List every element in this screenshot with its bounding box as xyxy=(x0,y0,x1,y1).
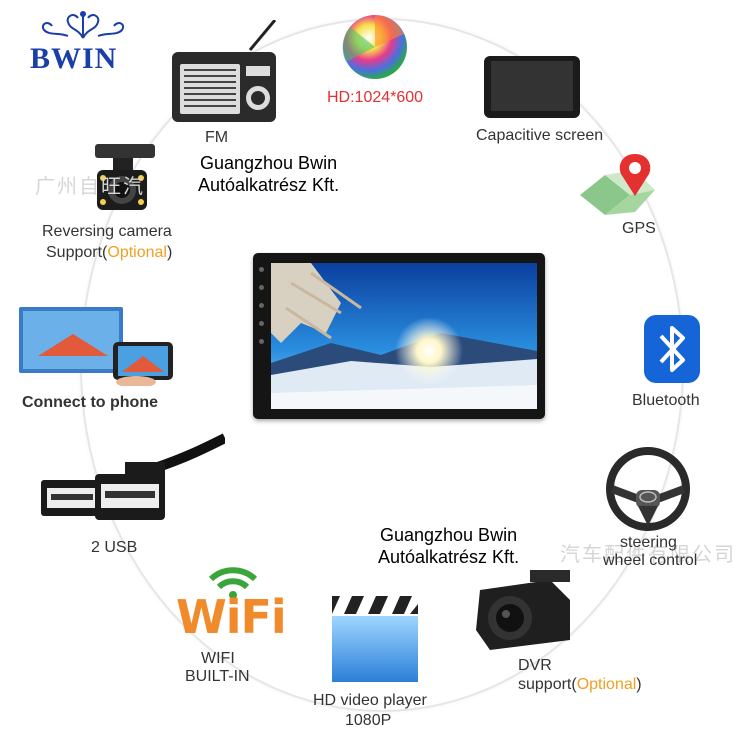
phone-label: Connect to phone xyxy=(22,394,158,411)
fm-label: FM xyxy=(205,129,229,146)
watermark-chinese-2: 汽车配件有限公司 xyxy=(560,544,736,566)
watermark-chinese-1: 广州自旺汽 xyxy=(35,176,145,198)
usb-label: 2 USB xyxy=(91,539,138,556)
reversing-label-2: Support(Optional) xyxy=(46,244,173,261)
phone-mirroring-icon xyxy=(19,307,173,386)
brand-logo xyxy=(28,8,138,78)
hd-label: HD:1024*600 xyxy=(327,89,424,106)
steering-wheel-icon xyxy=(606,447,690,531)
video-clapper-icon xyxy=(332,596,418,682)
head-unit-device xyxy=(253,253,545,419)
capacitive-label: Capacitive screen xyxy=(476,127,604,144)
home-button-icon xyxy=(259,285,264,290)
volume-up-icon xyxy=(259,321,264,326)
winter-landscape-icon xyxy=(271,263,537,409)
hdvideo-label-2: 1080P xyxy=(345,712,392,729)
wifi-logo-text: WiFi xyxy=(176,590,287,644)
dvr-label-1: DVR xyxy=(518,657,552,674)
hdvideo-label-1: HD video player xyxy=(313,692,427,709)
gps-icon xyxy=(580,154,655,215)
dvr-label-2: support(Optional) xyxy=(518,676,642,693)
brand-name: BWIN xyxy=(30,42,118,75)
wifi-icon xyxy=(208,567,258,599)
device-screen xyxy=(271,263,537,409)
ornament-icon xyxy=(42,11,124,39)
wifi-label-2: BUILT-IN xyxy=(185,668,250,685)
usb-cable-icon xyxy=(41,433,225,520)
gps-label: GPS xyxy=(622,220,656,237)
steering-label-2: wheel control xyxy=(603,552,698,569)
dvr-camera-icon xyxy=(476,570,570,650)
bluetooth-label: Bluetooth xyxy=(632,392,700,409)
volume-down-icon xyxy=(259,339,264,344)
color-sphere-icon xyxy=(342,15,407,79)
camera-icon xyxy=(95,144,155,210)
bluetooth-icon xyxy=(644,315,700,383)
power-button-icon xyxy=(259,267,264,272)
back-button-icon xyxy=(259,303,264,308)
steering-label-1: steering xyxy=(620,534,677,551)
monitor-icon xyxy=(484,56,580,118)
wifi-label-1: WIFI xyxy=(201,650,235,667)
radio-icon xyxy=(172,20,277,122)
reversing-label-1: Reversing camera xyxy=(42,223,172,240)
